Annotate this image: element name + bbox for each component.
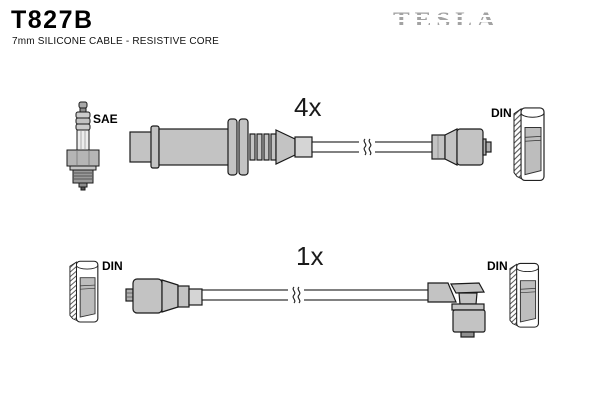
din-label-row2-left: DIN bbox=[102, 259, 123, 273]
logo-stripe bbox=[391, 25, 499, 27]
long-ribbed-boot-connector bbox=[129, 118, 313, 176]
straight-cone-connector bbox=[431, 128, 492, 166]
spark-plug-icon bbox=[66, 101, 100, 191]
quantity-label-row2: 1x bbox=[296, 241, 324, 271]
cable-break-icon bbox=[358, 137, 376, 157]
cable-break-icon bbox=[287, 285, 305, 305]
din-label-row1-right: DIN bbox=[491, 106, 512, 120]
quantity-label-row1: 4x bbox=[294, 92, 322, 122]
logo-stripe bbox=[391, 15, 499, 17]
straight-boot-connector bbox=[125, 278, 203, 314]
din-socket-icon bbox=[69, 260, 99, 323]
tesla-brand-logo: TESLA bbox=[391, 9, 499, 36]
din-socket-icon bbox=[509, 262, 540, 328]
product-subtitle: 7mm SILICONE CABLE - RESISTIVE CORE bbox=[12, 36, 220, 47]
cable-row2 bbox=[201, 285, 431, 305]
sae-label-row1-left: SAE bbox=[93, 112, 118, 126]
din-label-row2-right: DIN bbox=[487, 259, 508, 273]
page-title: T827B bbox=[11, 6, 94, 34]
din-socket-icon bbox=[513, 107, 545, 182]
elbow-90-connector bbox=[427, 282, 486, 338]
cable-row1 bbox=[311, 137, 434, 157]
logo-stripe bbox=[391, 20, 499, 22]
